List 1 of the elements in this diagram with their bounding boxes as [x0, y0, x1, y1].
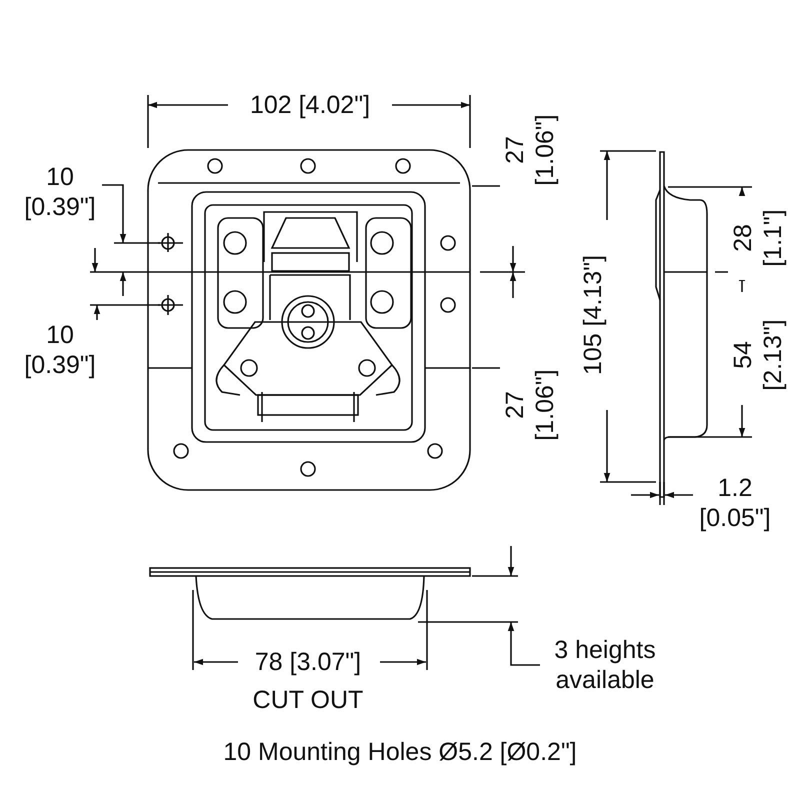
dimension-text: 28 [1.1"] — [728, 196, 788, 280]
